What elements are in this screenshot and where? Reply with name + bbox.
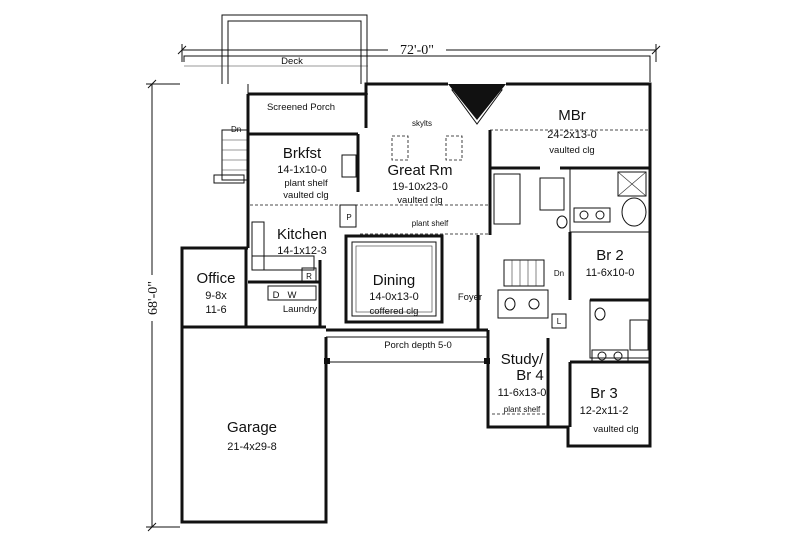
great-room-ceiling: vaulted clg <box>397 195 442 206</box>
brkfst-size: 14-1x10-0 <box>277 164 327 176</box>
foyer-label: Foyer <box>458 292 482 303</box>
deck-stairs <box>213 129 249 184</box>
office-size-2: 11-6 <box>205 304 226 316</box>
brkfst-plant-shelf: plant shelf <box>284 178 328 189</box>
laundry-label: Laundry <box>283 304 318 315</box>
dining-name: Dining <box>373 272 416 289</box>
skylights-label: skylts <box>412 119 432 128</box>
skylights <box>391 135 463 161</box>
brkfst-ceiling: vaulted clg <box>283 190 328 201</box>
dining-ceiling: coffered clg <box>370 306 419 317</box>
office-size-1: 9-8x <box>205 290 227 302</box>
plant-shelf-study-label: plant shelf <box>504 405 541 414</box>
linen-label: L <box>557 317 562 326</box>
br3-ceiling: vaulted clg <box>593 424 638 435</box>
kitchen-size: 14-1x12-3 <box>277 245 327 257</box>
kitchen-counters <box>251 154 357 301</box>
width-dimension: 72'-0" <box>400 43 434 58</box>
study-size: 11-6x13-0 <box>498 387 547 399</box>
br3-size: 12-2x11-2 <box>580 405 629 417</box>
mbr-name: MBr <box>558 107 586 124</box>
stair-down-label: Dn <box>554 269 564 278</box>
exterior-walls <box>180 82 652 524</box>
kitchen-name: Kitchen <box>277 226 327 243</box>
garage-size: 21-4x29-8 <box>227 441 277 453</box>
plant-shelf-great-room-label: plant shelf <box>412 219 449 228</box>
porch-columns <box>324 336 490 364</box>
width-dimension-line <box>177 41 661 62</box>
deck-stairs-label: Dn <box>231 125 241 134</box>
washer-label: W <box>288 290 297 301</box>
great-room-name: Great Rm <box>387 162 452 179</box>
mbr-ceiling: vaulted clg <box>549 145 594 156</box>
dining-size: 14-0x13-0 <box>369 291 419 303</box>
study-name-1: Study/ <box>501 351 544 368</box>
garage-name: Garage <box>227 419 277 436</box>
coffered-ceiling <box>351 241 437 317</box>
br2-name: Br 2 <box>596 247 624 264</box>
br3-name: Br 3 <box>590 385 618 402</box>
fireplace <box>448 84 506 125</box>
interior-walls <box>244 94 651 427</box>
deck-label: Deck <box>281 56 303 67</box>
porch-depth-label: Porch depth 5-0 <box>384 340 452 351</box>
office-name: Office <box>197 270 236 287</box>
depth-dimension-line <box>144 79 180 532</box>
fridge-label: R <box>306 272 312 281</box>
study-name-2: Br 4 <box>516 367 544 384</box>
mbr-size: 24-2x13-0 <box>547 129 597 141</box>
screened-porch-label: Screened Porch <box>267 102 335 113</box>
depth-dimension: 68'-0" <box>146 281 161 315</box>
br2-size: 11-6x10-0 <box>586 267 635 279</box>
great-room-size: 19-10x23-0 <box>392 181 448 193</box>
brkfst-name: Brkfst <box>283 145 322 162</box>
dryer-label: D <box>273 290 280 301</box>
pantry-label: P <box>346 213 351 222</box>
